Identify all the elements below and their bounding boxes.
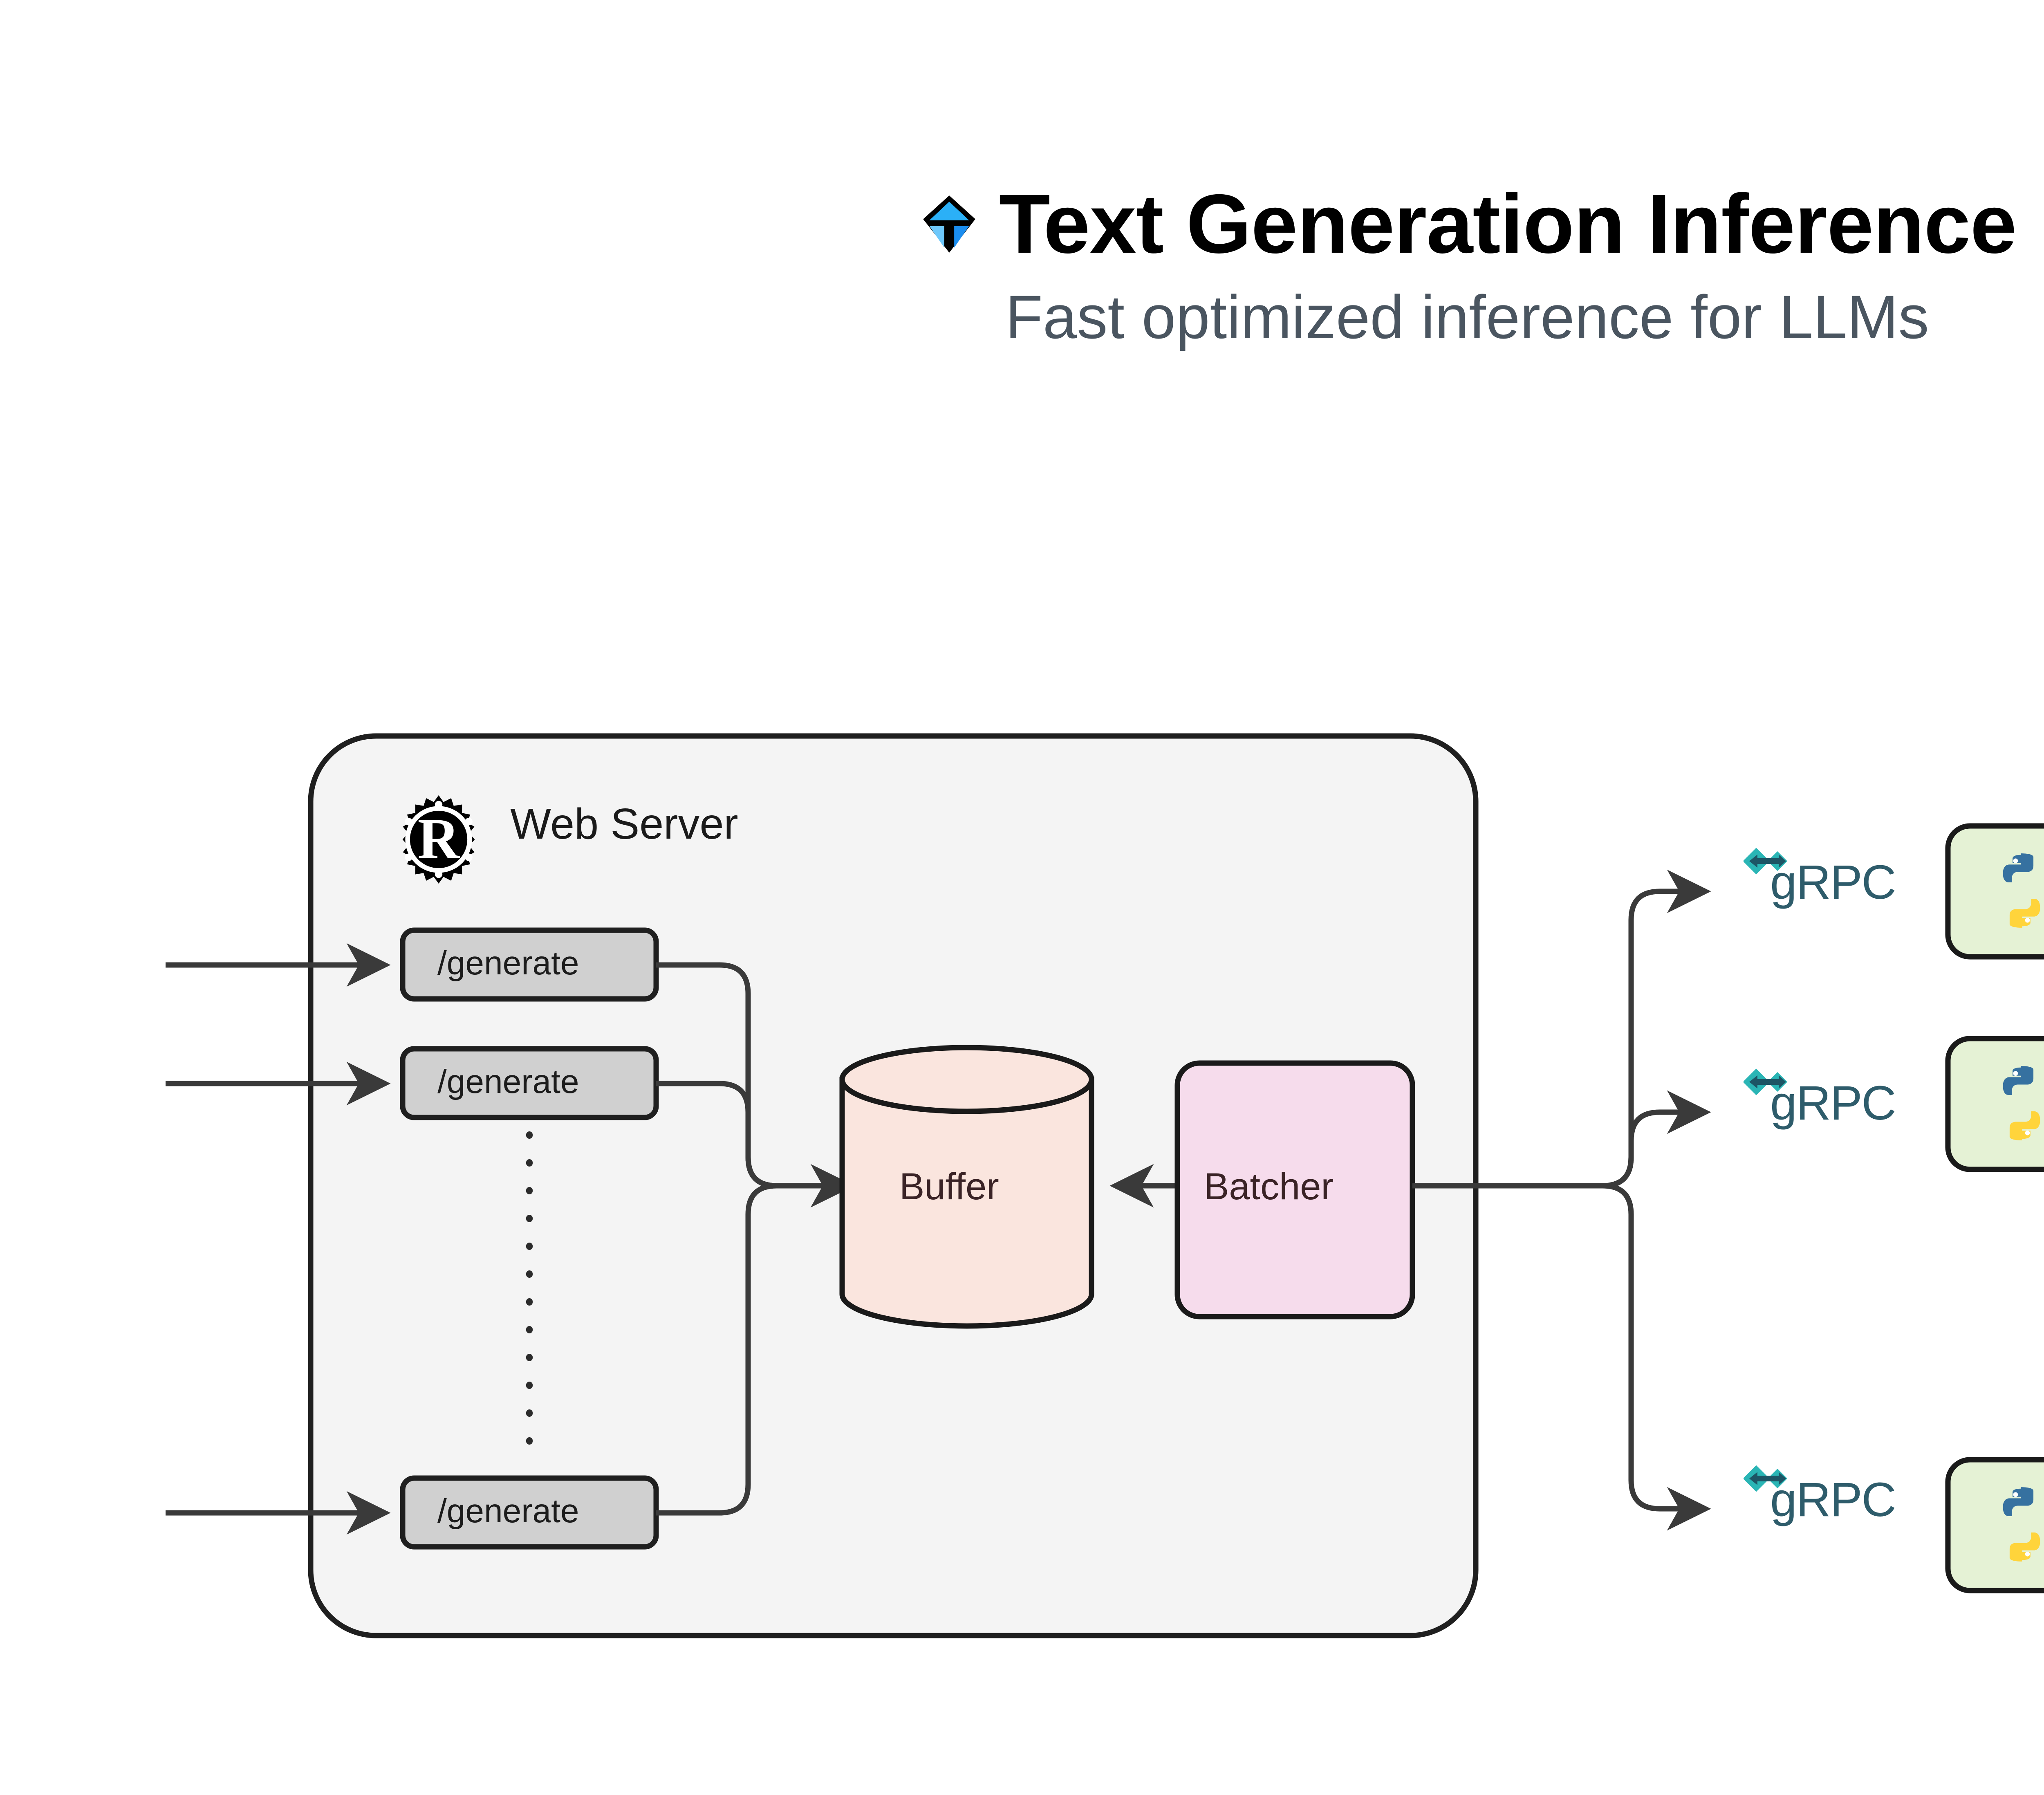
grpc-icon-3 — [1743, 1462, 1793, 1501]
generate-endpoint-label-1[interactable]: /generate — [437, 945, 579, 982]
batcher-box — [1174, 1060, 1415, 1319]
grpc-label-3: gRPC — [1770, 1473, 1896, 1527]
page-header: Text Generation Inference Fast optimized… — [0, 180, 2044, 352]
generate-endpoint-label-3[interactable]: /generate — [437, 1492, 579, 1530]
grpc-label-1: gRPC — [1770, 855, 1896, 909]
page-subtitle: Fast optimized inference for LLMs — [1005, 283, 1929, 352]
rust-gear-icon: R — [392, 792, 486, 889]
grpc-label-2: gRPC — [1770, 1076, 1896, 1130]
python-icon-2 — [1981, 1062, 2044, 1146]
buffer-label: Buffer — [899, 1166, 999, 1207]
page-title: Text Generation Inference — [999, 177, 2017, 271]
web-server-label: Web Server — [510, 800, 738, 848]
grpc-icon-2 — [1743, 1065, 1793, 1104]
buffer-cylinder — [839, 1045, 1094, 1329]
python-icon-1 — [1981, 850, 2044, 933]
batcher-label: Batcher — [1204, 1166, 1334, 1207]
grpc-icon-1 — [1743, 844, 1793, 883]
tgi-diamond-logo-icon — [918, 193, 980, 255]
python-icon-3 — [1981, 1483, 2044, 1567]
generate-endpoint-label-2[interactable]: /generate — [437, 1063, 579, 1100]
svg-text:R: R — [418, 806, 461, 871]
